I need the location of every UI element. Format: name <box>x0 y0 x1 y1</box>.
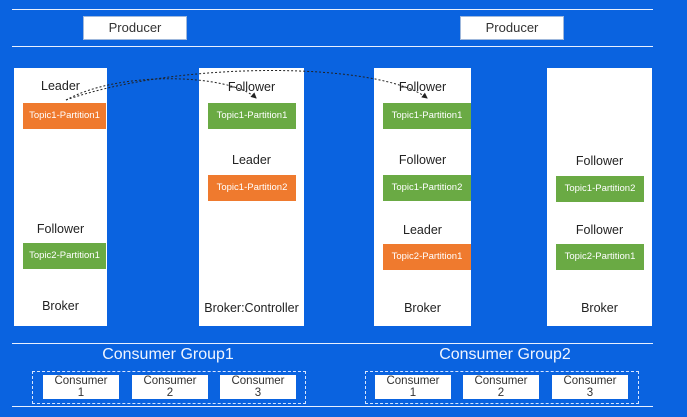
broker-4: Follower Topic1-Partition2 Follower Topi… <box>547 68 652 326</box>
broker-4-role-2: Follower <box>575 223 624 237</box>
broker-4-role-1: Follower <box>575 154 624 168</box>
broker-1-role-2: Follower <box>36 222 85 236</box>
consumer-group-1-title: Consumer Group1 <box>102 346 234 363</box>
consumer-group-1-consumer-2: Consumer 2 <box>132 375 208 399</box>
broker-3-partition-1: Topic1-Partition1 <box>383 103 471 129</box>
broker-1-role-1: Leader <box>41 79 80 93</box>
broker-2-label: Broker:Controller <box>204 301 299 315</box>
consumer-name: Consumer <box>474 375 528 387</box>
broker-3-partition-2: Topic1-Partition2 <box>383 175 471 201</box>
broker-1-partition-1: Topic1-Partition1 <box>23 103 106 129</box>
broker-1-partition-2: Topic2-Partition1 <box>23 243 106 269</box>
broker-3-partition-3: Topic2-Partition1 <box>383 244 471 270</box>
consumer-group-1-consumer-1: Consumer 1 <box>43 375 119 399</box>
broker-4-label: Broker <box>581 301 618 315</box>
divider-bottom <box>12 406 653 407</box>
divider-consumers <box>12 343 653 344</box>
broker-4-partition-2: Topic2-Partition1 <box>556 244 644 270</box>
consumer-group-1-consumer-3: Consumer 3 <box>220 375 296 399</box>
broker-3: Follower Topic1-Partition1 Follower Topi… <box>374 68 471 326</box>
consumer-group-2-title: Consumer Group2 <box>439 346 571 363</box>
consumer-group-2-consumer-1: Consumer 1 <box>375 375 451 399</box>
broker-2: Follower Topic1-Partition1 Leader Topic1… <box>199 68 304 326</box>
consumer-name: Consumer <box>143 375 197 387</box>
consumer-group-2-box <box>365 371 639 404</box>
consumer-number: 1 <box>77 387 85 399</box>
consumer-name: Consumer <box>54 375 108 387</box>
consumer-group-1-box <box>32 371 306 404</box>
consumer-group-2-consumer-3: Consumer 3 <box>552 375 628 399</box>
broker-1-label: Broker <box>42 299 79 313</box>
broker-3-role-2: Follower <box>398 153 447 167</box>
consumer-number: 3 <box>586 387 594 399</box>
divider-top <box>12 9 653 10</box>
consumer-name: Consumer <box>563 375 617 387</box>
broker-4-partition-1: Topic1-Partition2 <box>556 176 644 202</box>
consumer-group-2-consumer-2: Consumer 2 <box>463 375 539 399</box>
broker-2-role-1: Follower <box>227 80 276 94</box>
divider-producers <box>12 46 653 47</box>
broker-2-partition-1: Topic1-Partition1 <box>208 103 296 129</box>
consumer-name: Consumer <box>231 375 285 387</box>
consumer-name: Consumer <box>386 375 440 387</box>
broker-3-role-1: Follower <box>398 80 447 94</box>
broker-2-role-2: Leader <box>232 153 271 167</box>
broker-3-label: Broker <box>404 301 441 315</box>
consumer-number: 2 <box>166 387 174 399</box>
broker-1: Leader Topic1-Partition1 Follower Topic2… <box>14 68 107 326</box>
consumer-number: 2 <box>497 387 505 399</box>
producer-box-2: Producer <box>460 16 564 40</box>
consumer-number: 1 <box>409 387 417 399</box>
broker-3-role-3: Leader <box>403 223 442 237</box>
broker-2-partition-2: Topic1-Partition2 <box>208 175 296 201</box>
consumer-number: 3 <box>254 387 262 399</box>
producer-box-1: Producer <box>83 16 187 40</box>
